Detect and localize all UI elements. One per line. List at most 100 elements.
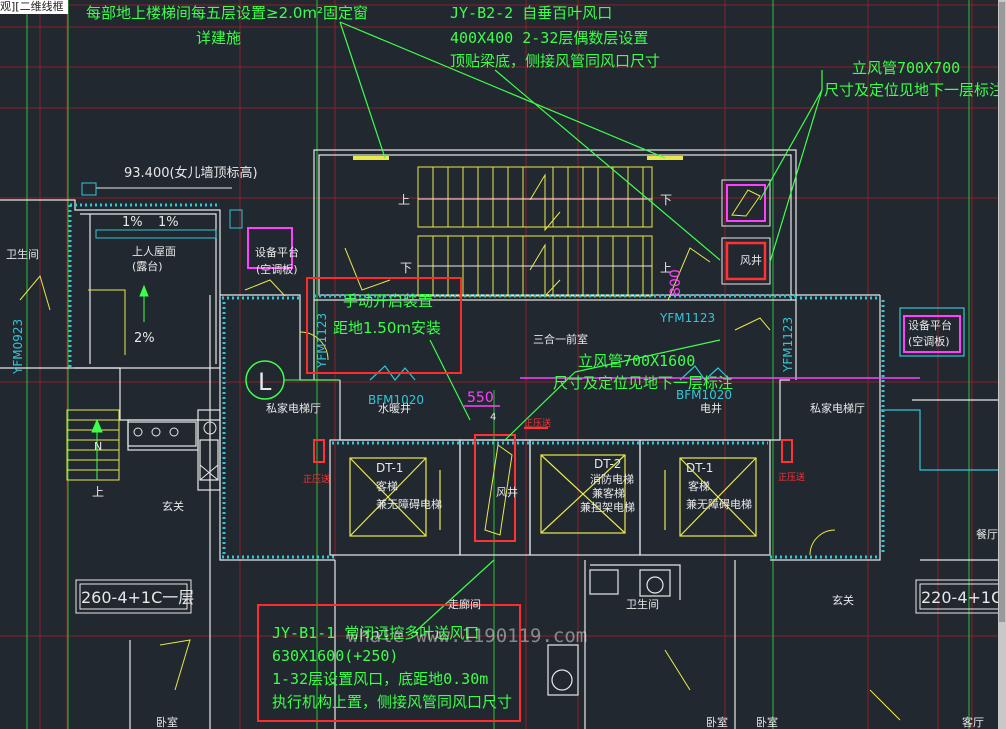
label-stair-down-1: 下 bbox=[660, 193, 672, 207]
label-dim-4: 4 bbox=[490, 412, 496, 423]
note-vent-b2-line1: JY-B2-2 自垂百叶风口 bbox=[450, 4, 612, 22]
label-slope-2: 1% bbox=[158, 215, 179, 230]
label-door-yfm0923: YFM0923 bbox=[11, 319, 25, 375]
label-private-hall-right: 私家电梯厅 bbox=[810, 401, 865, 415]
highlight-air-outlet bbox=[257, 604, 521, 722]
equip-platform-left-box bbox=[247, 227, 293, 269]
label-equip-right-1: 设备平台 bbox=[908, 318, 952, 332]
label-slope-1: 1% bbox=[122, 215, 143, 230]
roof-drain-left bbox=[81, 182, 97, 196]
label-bathroom-center: 卫生间 bbox=[626, 597, 659, 611]
door-swings bbox=[19, 247, 901, 721]
label-elevator-2-type: 消防电梯 bbox=[590, 472, 634, 486]
note-vent-b1-line3: 1-32层设置风口，底距地0.30m bbox=[272, 670, 488, 688]
label-water-shaft: 水暖井 bbox=[378, 401, 411, 415]
left-stair bbox=[66, 409, 120, 481]
note-duct-1600-line2: 尺寸及定位见地下一层标注 bbox=[553, 374, 733, 392]
note-vent-b1-line1: JY-B1-1 常闭远控多叶送风口 bbox=[272, 624, 479, 642]
highlight-manual-device bbox=[306, 277, 462, 374]
label-wind-shaft-center: 风井 bbox=[496, 485, 518, 499]
label-corridor: 走廊间 bbox=[448, 597, 481, 611]
label-roof-1: 上人屋面 bbox=[132, 245, 176, 258]
left-roof-hatch bbox=[68, 203, 220, 370]
label-elevator-3-desc: 兼无障碍电梯 bbox=[686, 497, 752, 511]
label-stair-up-1: 上 bbox=[398, 193, 410, 207]
label-elevator-3-type: 客梯 bbox=[688, 479, 710, 493]
slope-arrow-icon bbox=[139, 284, 149, 322]
label-elevator-2-desc2: 兼担架电梯 bbox=[580, 500, 635, 514]
roof-drain-right bbox=[229, 209, 243, 229]
center-wind-shaft bbox=[474, 434, 516, 542]
label-door-yfm-right: YFM1123 bbox=[781, 317, 795, 373]
scrollbar-thumb[interactable] bbox=[999, 2, 1005, 622]
label-stair-down-2: 下 bbox=[400, 261, 412, 275]
label-elevator-1-desc: 兼无障碍电梯 bbox=[376, 497, 442, 511]
equip-platform-right-box bbox=[903, 315, 961, 353]
note-duct-1600-line1: 立风管700X1600 bbox=[578, 352, 695, 370]
note-vent-b2-line2: 400X400 2-32层偶数层设置 bbox=[450, 29, 648, 47]
label-front-room: 三合一前室 bbox=[533, 332, 588, 346]
watermark-text: whale www.1190119.com bbox=[347, 625, 587, 647]
north-arrow-icon bbox=[91, 418, 103, 480]
unit-label-left-inner bbox=[79, 583, 188, 610]
note-vent-b1-line4: 执行机构上置，侧接风管同风口尺寸 bbox=[272, 693, 512, 711]
label-slope-3: 2% bbox=[134, 331, 155, 346]
stair-arrows bbox=[418, 198, 652, 267]
label-smoke-left: 正压送 bbox=[303, 473, 330, 485]
leader-lines bbox=[339, 21, 823, 633]
label-unit-right: 220-4+1C bbox=[921, 588, 1002, 607]
label-equip-left-2: (空调板) bbox=[256, 262, 298, 276]
green-axis-lines bbox=[26, 0, 970, 729]
label-door-yfm-top: YFM1123 bbox=[659, 311, 715, 325]
elevator-cars bbox=[349, 454, 757, 537]
viewport-label[interactable]: 观][二维线框 bbox=[0, 0, 68, 14]
label-elevator-2-desc1: 兼客梯 bbox=[592, 486, 625, 500]
label-roof-2: (露台) bbox=[132, 259, 163, 273]
unit-label-left-box bbox=[75, 579, 192, 614]
unit-label-right-box bbox=[915, 579, 1006, 614]
note-duct-700-line1: 立风管700X700 bbox=[852, 59, 960, 77]
fixed-window-left bbox=[353, 156, 389, 160]
wall-hatching bbox=[222, 294, 885, 559]
label-bedroom-2: 卧室 bbox=[706, 715, 728, 729]
label-electric-shaft: 电井 bbox=[700, 401, 722, 415]
label-dining: 餐厅 bbox=[976, 527, 998, 541]
top-wind-shafts bbox=[721, 179, 771, 285]
label-elevator-2-code: DT-2 bbox=[594, 457, 621, 471]
label-bathroom-left: 卫生间 bbox=[6, 247, 39, 261]
note-manual-open-line1: 手动开启装置 bbox=[343, 292, 433, 310]
label-equip-left-1: 设备平台 bbox=[255, 245, 299, 259]
kitchen-fixtures bbox=[133, 421, 219, 481]
unit-label-right-inner bbox=[919, 583, 1006, 610]
lower-walls bbox=[127, 399, 1000, 729]
label-door-bfm-right: BFM1020 bbox=[676, 388, 732, 402]
label-elevator-1-code: DT-1 bbox=[376, 461, 403, 475]
label-stair-up-3: 上 bbox=[92, 485, 104, 499]
label-grid-l: L bbox=[258, 368, 272, 396]
note-vent-b1-line2: 630X1600(+250) bbox=[272, 647, 398, 665]
label-dim-800: 800 bbox=[668, 269, 684, 296]
label-elevator-1-type: 客梯 bbox=[376, 479, 398, 493]
stair-treads bbox=[417, 166, 653, 298]
smoke-detectors bbox=[313, 427, 793, 463]
label-north: N bbox=[94, 440, 102, 453]
label-smoke-center: 正压送 bbox=[524, 417, 551, 429]
note-manual-open-line2: 距地1.50m安装 bbox=[333, 319, 441, 337]
label-door-bfm-left: BFM1020 bbox=[368, 393, 424, 407]
label-smoke-right: 正压送 bbox=[778, 471, 805, 483]
label-parapet-elevation: 93.400(女儿墙顶标高) bbox=[124, 165, 258, 181]
note-fixed-window-line1: 每部地上楼梯间每五层设置≥2.0m²固定窗 bbox=[86, 4, 368, 22]
vertical-scrollbar[interactable] bbox=[998, 0, 1006, 729]
label-bedroom-3: 卧室 bbox=[756, 715, 778, 729]
note-duct-700-line2: 尺寸及定位见地下一层标注 bbox=[824, 81, 1004, 99]
front-room-walls bbox=[209, 294, 881, 561]
note-fixed-window-line2: 详建施 bbox=[196, 29, 241, 47]
label-living-room: 客厅 bbox=[962, 715, 984, 729]
label-foyer-left: 玄关 bbox=[162, 499, 184, 513]
label-door-yfm-left: YFM1123 bbox=[315, 313, 329, 369]
label-elevator-3-code: DT-1 bbox=[686, 461, 713, 475]
label-equip-right-2: (空调板) bbox=[908, 334, 950, 348]
